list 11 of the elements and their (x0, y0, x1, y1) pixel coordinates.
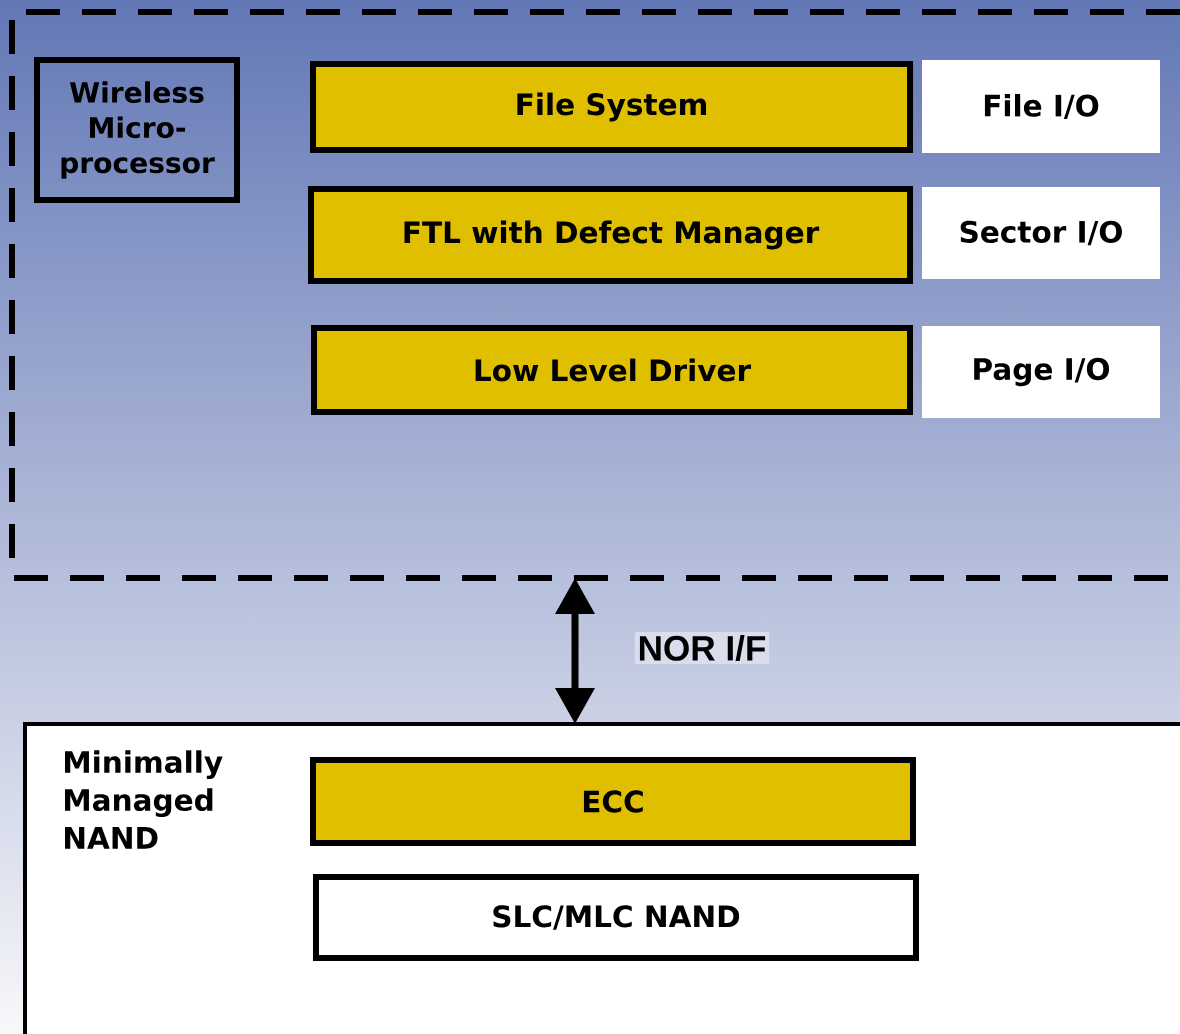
memory-box: SLC/MLC NAND (313, 874, 919, 962)
layer-box: Low Level Driver (311, 325, 913, 415)
edge-label: NOR I/F (639, 634, 766, 662)
io-label-box: Sector I/O (922, 187, 1160, 279)
dashed-region (9, 9, 1180, 581)
layer-box: File System (310, 61, 914, 153)
layer-box: FTL with Defect Manager (308, 186, 914, 284)
layer-box: ECC (310, 757, 916, 847)
io-label-box: File I/O (922, 60, 1160, 154)
processor-box: Wireless Micro-processor (34, 57, 240, 203)
io-label-box: Page I/O (922, 326, 1160, 418)
